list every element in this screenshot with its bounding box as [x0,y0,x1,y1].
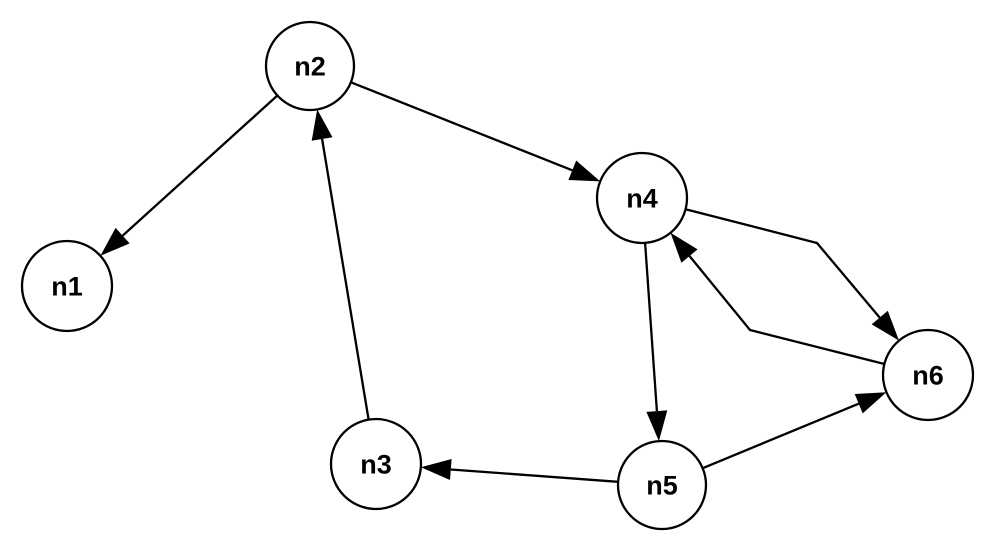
node-label-n5: n5 [646,470,678,500]
node-circle-n3 [329,417,423,511]
arrowhead-n6-n4 [670,232,698,263]
node-label-n2: n2 [294,51,326,81]
node-circle-n1 [20,239,114,333]
node-n4: n4 [595,151,689,245]
node-circle-n6 [881,328,975,422]
arrowhead-n2-n4 [568,160,601,182]
arrowhead-n2-n1 [100,227,130,256]
node-n3: n3 [329,417,423,511]
node-circle-n4 [595,151,689,245]
node-circle-n2 [264,20,356,112]
edge-n2-n1 [121,94,279,237]
node-label-n4: n4 [626,183,658,213]
edge-n4-n6 [685,208,881,319]
edge-n4-n5 [643,242,659,412]
node-label-n3: n3 [360,449,392,479]
arrowhead-n4-n5 [646,410,668,442]
arrowhead-n5-n3 [420,459,452,480]
node-n6: n6 [881,328,975,422]
arrowhead-n3-n2 [311,109,333,141]
edge-n5-n6 [702,402,860,470]
node-label-n6: n6 [912,360,944,390]
edge-n6-n4 [688,255,885,366]
edge-n3-n2 [320,138,370,420]
node-n5: n5 [616,439,708,531]
edge-n5-n3 [450,468,619,483]
arrowhead-n5-n6 [854,392,887,414]
edge-n2-n4 [350,81,573,172]
node-label-n1: n1 [51,271,83,301]
node-n2: n2 [264,20,356,112]
arrowhead-n4-n6 [871,310,899,341]
node-n1: n1 [20,239,114,333]
node-circle-n5 [616,439,708,531]
